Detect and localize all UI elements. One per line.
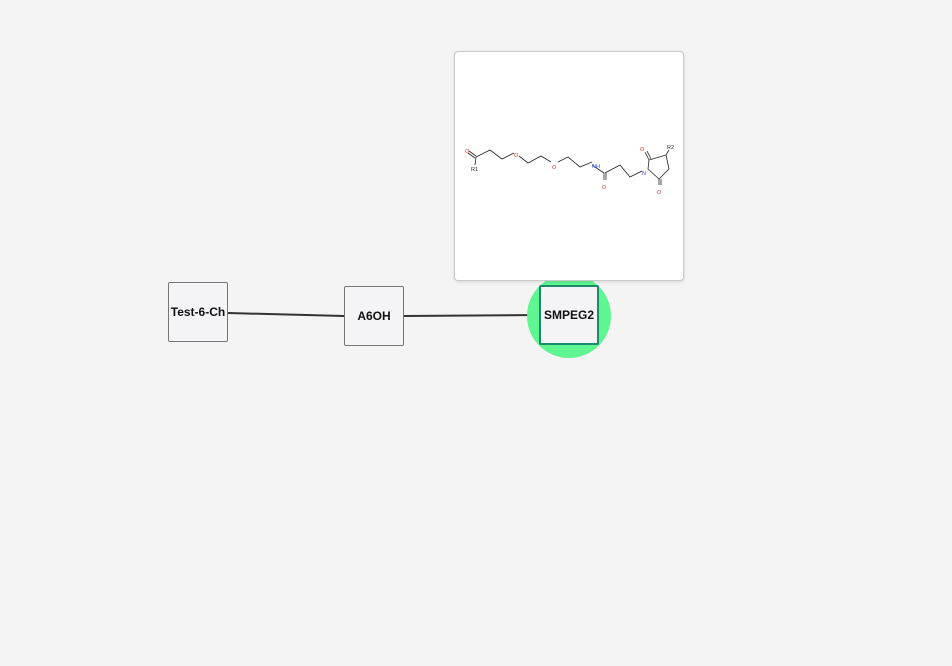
atom-oxygen: O [602, 185, 607, 191]
edge-test6ch-a6oh [227, 312, 345, 317]
node-label: Test-6-Ch [170, 305, 226, 319]
atom-oxygen: O [657, 190, 662, 196]
atom-oxygen: O [465, 149, 470, 155]
atom-oxygen: O [552, 165, 557, 171]
atom-r1: R1 [471, 167, 478, 173]
atom-oxygen: O [640, 147, 645, 153]
chemical-structure: O R1 O O NH O N O O R2 [465, 145, 674, 196]
node-a6oh[interactable]: A6OH [344, 286, 404, 346]
node-smpeg2[interactable]: SMPEG2 [539, 285, 599, 345]
atom-nitrogen: N [642, 171, 646, 177]
node-label: A6OH [357, 309, 391, 323]
atom-r2: R2 [667, 145, 674, 151]
node-label: SMPEG2 [543, 308, 594, 322]
structure-popup: O R1 O O NH O N O O R2 [454, 51, 684, 281]
edge-a6oh-smpeg2 [403, 314, 540, 317]
atom-nh: NH [592, 164, 600, 170]
atom-oxygen: O [514, 153, 519, 159]
node-test-6-ch[interactable]: Test-6-Ch [168, 282, 228, 342]
